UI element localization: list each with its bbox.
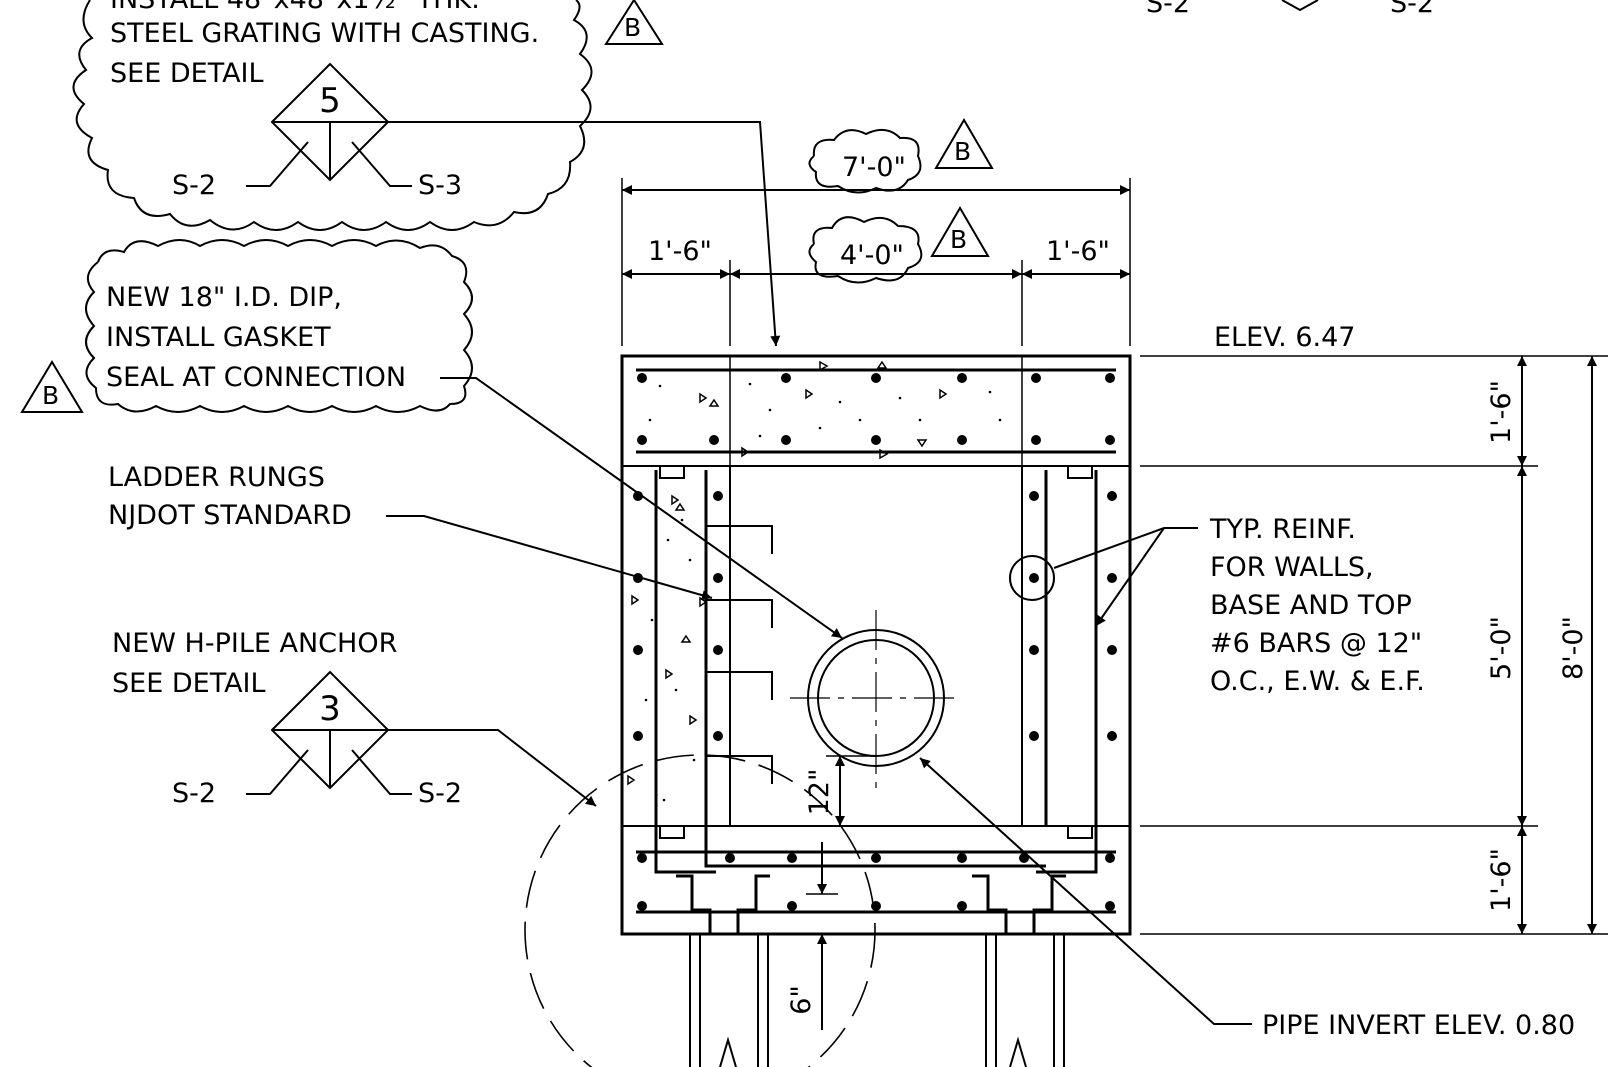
reinf-note-line3: BASE AND TOP: [1210, 590, 1412, 621]
overall-width-cloud: [808, 128, 922, 194]
grating-detail-leader-left: [246, 141, 309, 187]
ladder-note-line2: NJDOT STANDARD: [108, 500, 352, 531]
ladder-rung-1: [706, 525, 773, 554]
grating-detail-left-sheet: S-2: [172, 170, 216, 201]
pile-embed-label: 6": [786, 985, 817, 1015]
dip-revision-cloud: [85, 239, 473, 413]
base-inner-rebar: [704, 826, 1046, 868]
overall-width-revision-label: B: [954, 137, 971, 166]
ladder-rung-4: [706, 755, 773, 784]
wall-height-dim-label: 5'-0": [1486, 616, 1517, 680]
reinf-callout-circle: [1009, 555, 1055, 601]
inner-width-revision-label: B: [950, 225, 967, 254]
inner-width-label: 4'-0": [840, 240, 904, 271]
overall-width-revision-triangle: [934, 118, 994, 169]
grating-leader: [388, 121, 781, 347]
ladder-note-line1: LADDER RUNGS: [108, 462, 325, 493]
reinf-note-line2: FOR WALLS,: [1210, 552, 1374, 583]
right-base-hook: [1036, 826, 1098, 874]
left-wall-width-label: 1'-6": [648, 236, 712, 267]
left-base-hook: [654, 826, 716, 874]
dip-revision-label: B: [42, 381, 59, 410]
dip-revision-triangle: [20, 360, 84, 413]
right-wall-width-label: 1'-6": [1046, 236, 1110, 267]
left-top-key: [659, 466, 685, 479]
grating-detail-right-sheet: S-3: [418, 170, 462, 201]
grating-revision-label: B: [624, 13, 641, 42]
hpile-note: NEW H-PILE ANCHOR SEE DETAIL 3 S-2 S-2: [112, 628, 876, 1067]
ladder-note: LADDER RUNGS NJDOT STANDARD: [108, 462, 713, 601]
hpile-detail-number: 3: [319, 689, 341, 729]
grating-note-line2: STEEL GRATING WITH CASTING.: [110, 18, 539, 49]
grating-note-line3: SEE DETAIL: [110, 58, 264, 89]
top-ref-left: S-2: [1146, 0, 1190, 19]
reinf-leader-wall: [1095, 527, 1165, 627]
top-ref-diamond: [1281, 0, 1319, 12]
ladder-rung-3: [706, 671, 773, 700]
dimensions: 7'-0" B 1'-6" 1'-6" 4'-0" B ELEV. 6.47 1…: [621, 118, 1608, 1030]
right-top-key: [1067, 466, 1093, 479]
inner-width-revision-triangle: [930, 206, 990, 257]
grating-note-line1: INSTALL 48"x48"x1½" THK.: [110, 0, 480, 15]
elevation-top-label: ELEV. 6.47: [1214, 322, 1355, 353]
hpile-detail-leader-right: [351, 749, 412, 795]
right-base-key: [1067, 826, 1093, 839]
top-ref-right: S-2: [1390, 0, 1434, 19]
hpile-detail-left-sheet: S-2: [172, 778, 216, 809]
reinf-note-line4: #6 BARS @ 12": [1210, 628, 1422, 659]
grating-revision-triangle: [604, 0, 664, 45]
reinf-note: TYP. REINF. FOR WALLS, BASE AND TOP #6 B…: [1053, 514, 1425, 697]
hpile-detail-circle: [524, 754, 876, 1067]
pipe-opening: [790, 610, 962, 790]
inner-width-cloud: [808, 216, 923, 284]
dip-note-line3: SEAL AT CONNECTION: [106, 362, 406, 393]
dip-note: NEW 18" I.D. DIP, INSTALL GASKET SEAL AT…: [20, 239, 843, 639]
invert-note-label: PIPE INVERT ELEV. 0.80: [1262, 1010, 1575, 1041]
rebar-dots: [633, 373, 1117, 911]
dip-note-line1: NEW 18" I.D. DIP,: [106, 282, 342, 313]
top-slab-dim-label: 1'-6": [1486, 380, 1517, 444]
concrete-hatch: [627, 360, 1002, 802]
piles: [676, 874, 1066, 1067]
overall-height-dim-label: 8'-0": [1558, 616, 1589, 680]
hpile-detail-leader-left: [246, 749, 309, 795]
reinf-note-line5: O.C., E.W. & E.F.: [1210, 666, 1425, 697]
dip-note-line2: INSTALL GASKET: [106, 322, 331, 353]
hpile-note-line1: NEW H-PILE ANCHOR: [112, 628, 397, 659]
left-base-key: [659, 826, 685, 839]
grating-note: INSTALL 48"x48"x1½" THK. STEEL GRATING W…: [72, 0, 781, 347]
structure: [620, 354, 1132, 1067]
reinf-note-line1: TYP. REINF.: [1209, 514, 1356, 545]
base-slab-dim-label: 1'-6": [1486, 848, 1517, 912]
grating-revision-cloud: [72, 0, 593, 231]
hpile-leader: [388, 729, 597, 807]
grating-detail-number: 5: [319, 81, 341, 121]
grating-detail-leader-right: [351, 141, 412, 187]
hpile-note-line2: SEE DETAIL: [112, 668, 266, 699]
structure-outline: [620, 354, 1132, 936]
hpile-detail-right-sheet: S-2: [418, 778, 462, 809]
dip-leader: [440, 377, 843, 639]
ladder-rung-2: [706, 599, 773, 628]
top-detail-fragment: S-2 S-2: [1146, 0, 1434, 19]
reinf-leader-circle: [1053, 527, 1198, 569]
invert-note: PIPE INVERT ELEV. 0.80: [919, 757, 1575, 1041]
pipe-clearance-label: 12": [804, 769, 835, 816]
invert-leader: [919, 757, 1252, 1025]
overall-width-label: 7'-0": [842, 152, 906, 183]
ladder-leader: [386, 515, 713, 601]
